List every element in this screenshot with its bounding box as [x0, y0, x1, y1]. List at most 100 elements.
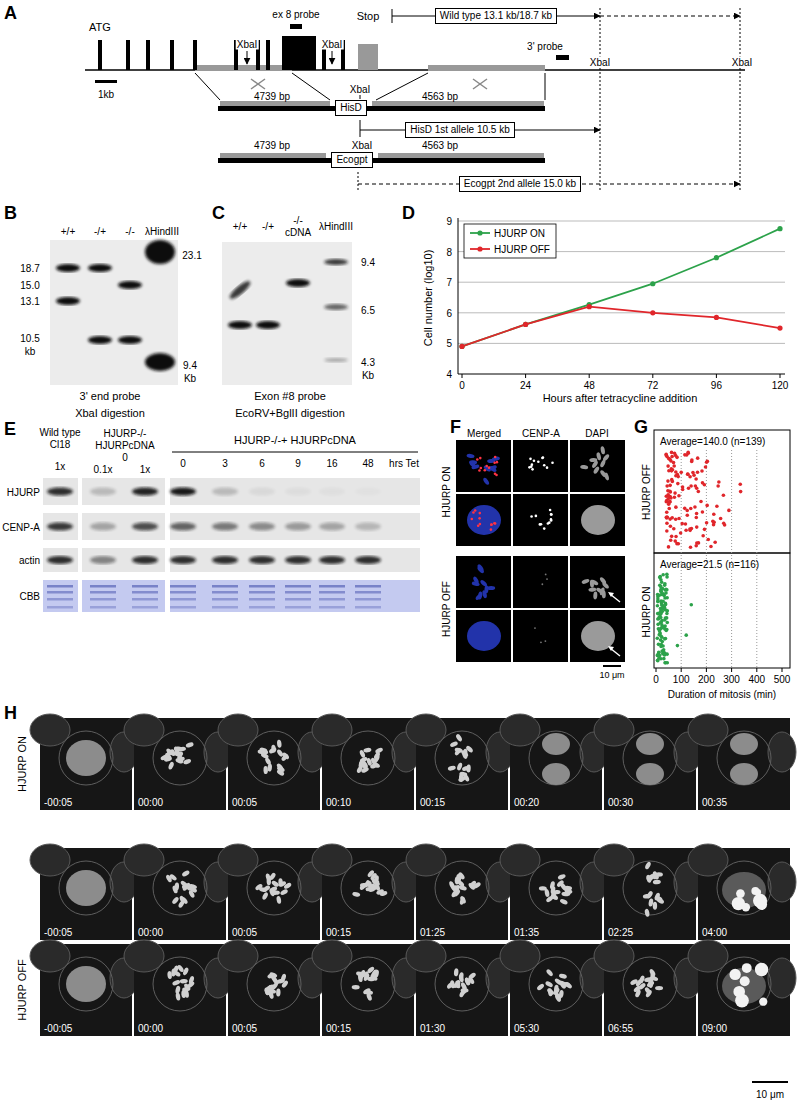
label: 4.3 [361, 357, 375, 368]
data-point [665, 529, 669, 533]
data-point [667, 457, 671, 461]
data-point [673, 491, 677, 495]
stain-band [319, 585, 345, 588]
chromosome [454, 968, 459, 976]
gene-line [85, 69, 745, 71]
label: 400 [748, 674, 765, 685]
neighbor-cell [124, 940, 164, 972]
chromosome [172, 979, 181, 986]
label: kb [25, 346, 36, 357]
data-point [659, 599, 663, 603]
cell-outline [341, 957, 395, 1011]
neighbor-cell [406, 714, 446, 746]
chromosome [174, 882, 179, 890]
timestamp: 00:35 [702, 797, 727, 808]
label: 4739 bp [254, 91, 290, 102]
stop-region [358, 44, 378, 70]
data-point [658, 575, 662, 579]
immunofluorescence [456, 440, 625, 666]
data-point [656, 653, 660, 657]
stain-band [90, 598, 116, 601]
band [90, 523, 116, 531]
label: -/- [125, 226, 134, 237]
data-point [658, 576, 662, 580]
centromere-dot [543, 527, 546, 530]
data-point [690, 460, 694, 464]
chromosome [596, 452, 602, 461]
chromosome [165, 874, 173, 883]
data-point [714, 315, 719, 320]
stain-band [212, 585, 238, 588]
data-point [679, 471, 683, 475]
micrograph [513, 440, 568, 492]
data-point [665, 575, 669, 579]
chromosome [370, 757, 378, 766]
data-point [664, 603, 668, 607]
node-text: HisD [340, 102, 362, 114]
label: 3' probe [527, 41, 563, 52]
band [47, 488, 73, 496]
data-point [666, 464, 670, 468]
stain-band [90, 585, 116, 588]
label: 200 [698, 674, 715, 685]
data-point [669, 538, 673, 542]
chromosome [466, 453, 475, 458]
chromosome [473, 881, 482, 889]
data-point [694, 516, 698, 520]
nucleus [636, 733, 664, 755]
nucleus [66, 966, 106, 1002]
timestamp: 01:25 [420, 927, 445, 938]
data-point [660, 640, 664, 644]
centromere-dot [474, 509, 477, 512]
chromosome [454, 747, 462, 756]
data-point [659, 620, 663, 624]
chromosome [450, 884, 459, 893]
scatter-plot [654, 430, 790, 672]
chromosome [602, 453, 610, 462]
cell-outline [59, 957, 113, 1011]
data-point [676, 644, 680, 648]
band [319, 556, 345, 564]
chromosome [558, 973, 567, 979]
label: Exon #8 probe [254, 390, 326, 402]
chromosome [184, 990, 190, 999]
centromere-dot [478, 517, 481, 520]
band [249, 523, 275, 531]
timestamp: 00:15 [326, 1023, 351, 1034]
blot-strip [43, 513, 78, 540]
data-point [704, 465, 708, 469]
band [132, 488, 158, 496]
data-point [701, 481, 705, 485]
stain-band [355, 585, 381, 588]
centromere-dot [551, 461, 554, 464]
chromosome [363, 747, 372, 753]
tick [525, 374, 526, 378]
cell-outline [59, 731, 113, 785]
chromosome [633, 985, 642, 993]
chromosome [643, 893, 652, 899]
data-point [680, 522, 684, 526]
data-point [665, 515, 669, 519]
label: -/+ [262, 221, 274, 232]
label: 8 [446, 246, 452, 257]
centromere-dot [529, 458, 532, 461]
neighbor-cell [312, 714, 352, 746]
stain-band [319, 591, 345, 594]
tick [782, 668, 783, 672]
panel-letter: H [4, 704, 17, 724]
band [118, 281, 142, 289]
cell-outline [341, 861, 395, 915]
label: 0 [122, 452, 128, 463]
chromosome [593, 466, 601, 475]
construct-bar [218, 106, 545, 111]
centromere-dot [480, 467, 483, 470]
label: CBB [19, 591, 40, 602]
label: 500 [774, 674, 791, 685]
node-text: HisD 1st allele 10.5 kb [410, 124, 510, 136]
probe-bar [290, 24, 302, 29]
chromosome [593, 591, 598, 599]
bright-blob [740, 976, 750, 986]
chromosome [647, 976, 654, 985]
micrograph [456, 610, 511, 662]
chromosome [352, 891, 361, 897]
